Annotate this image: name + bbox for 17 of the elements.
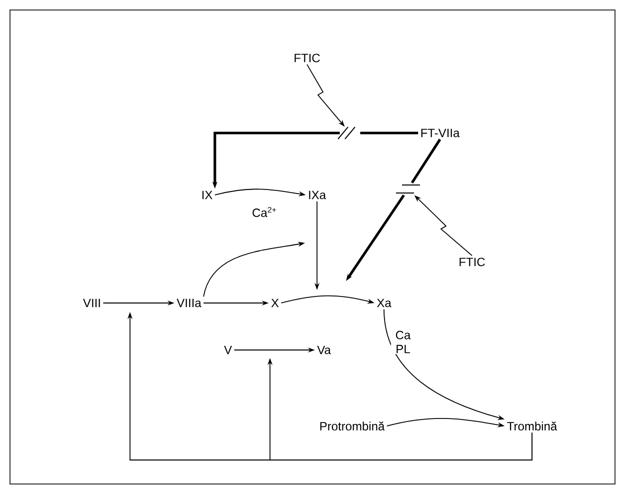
factor-label: Protrombină [320, 422, 385, 430]
factor-label: VIIIa [176, 298, 202, 308]
factor-label: Trombină [507, 422, 558, 430]
factor-label: IX [202, 190, 212, 200]
inhibitor-label: FTIC [460, 258, 485, 266]
factor-label: IXa [309, 190, 326, 200]
factor-label: Va [317, 346, 331, 354]
factor-label: X [271, 298, 279, 308]
factor-label: V [224, 346, 232, 354]
break-mark [396, 184, 420, 194]
edge-label: Ca$^{2+}$ [251, 206, 276, 218]
inhibitor-label: FTIC [294, 54, 320, 62]
factor-label: Xa [376, 298, 392, 308]
break-mark [338, 126, 356, 140]
factor-label: VIII [83, 298, 100, 308]
factor-label: FT-VIIa [421, 128, 460, 138]
edge-label: Ca PL [391, 330, 415, 354]
